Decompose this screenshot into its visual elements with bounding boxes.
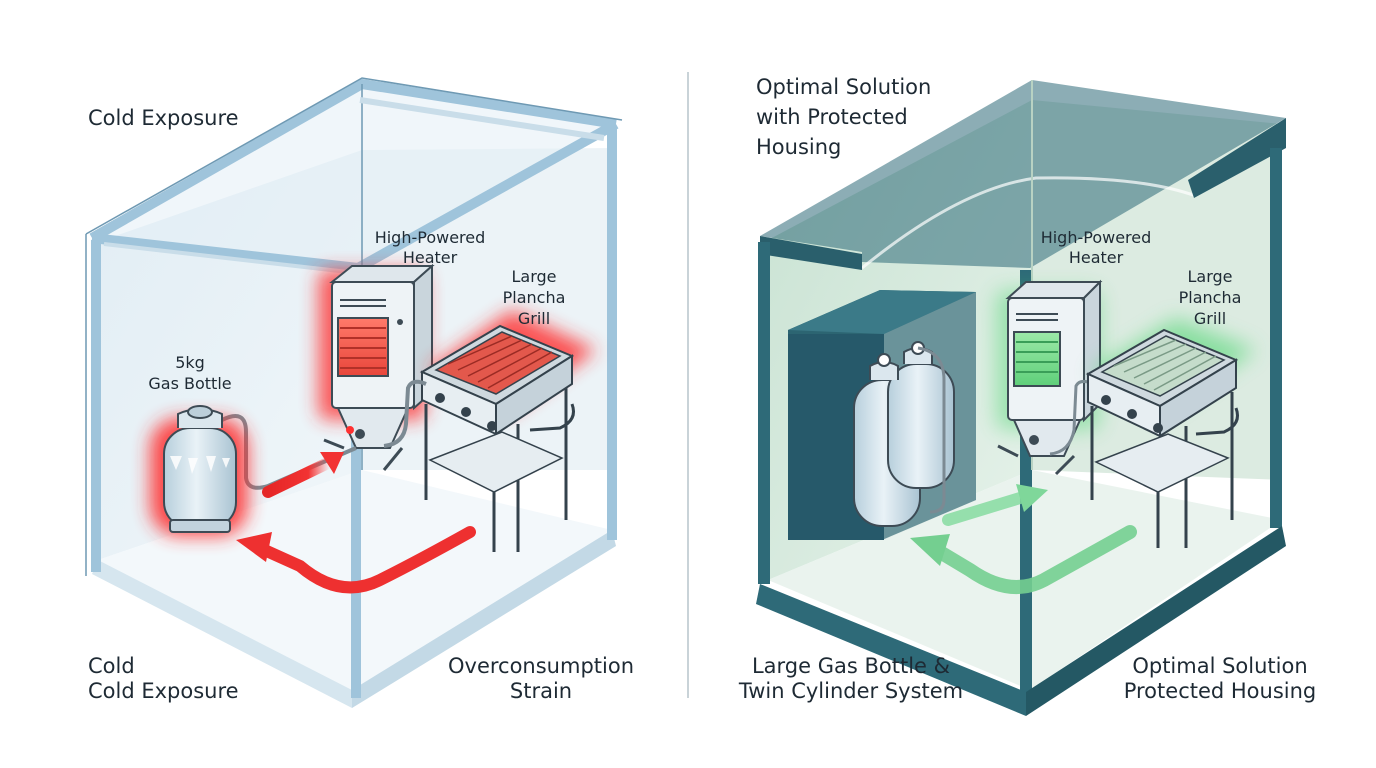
right-grill — [1085, 318, 1256, 548]
left-grill-label-line-2: Plancha — [502, 288, 566, 307]
left-bottle-label-line-2: Gas Bottle — [148, 374, 232, 393]
left-bottom-caption: Cold Cold Exposure — [88, 654, 239, 704]
right-title-line-2: with Protected — [756, 105, 908, 129]
right-grill-label-line-1: Large — [1187, 267, 1233, 286]
right-bottom-right-line-2: Protected Housing — [1123, 679, 1317, 703]
left-bottom-right-line-2: Strain — [509, 679, 573, 703]
left-heater-label-line-2: Heater — [402, 248, 458, 267]
right-heater-label: High-Powered Heater — [1028, 228, 1164, 268]
left-grill-label-line-1: Large — [511, 267, 557, 286]
right-grill-label-line-2: Plancha — [1178, 288, 1242, 307]
left-grill-label-line-3: Grill — [517, 309, 551, 328]
left-airflow-arrows — [236, 452, 476, 594]
left-heater — [318, 263, 435, 471]
right-grill-label: Large Plancha Grill — [1160, 266, 1260, 329]
left-grill — [419, 310, 596, 552]
right-protected-housing — [788, 290, 976, 540]
twin-cylinders — [853, 341, 955, 527]
right-title-line-1: Optimal Solution — [756, 75, 932, 99]
left-bottom-caption-line-2: Cold Exposure — [88, 679, 239, 703]
right-bottom-right-caption: Optimal Solution Protected Housing — [1118, 654, 1322, 704]
left-heater-label: High-Powered Heater — [362, 228, 498, 268]
right-airflow-arrows — [910, 484, 1137, 595]
right-bottom-right-line-1: Optimal Solution — [1132, 654, 1308, 678]
right-bottom-left-line-2: Twin Cylinder System — [738, 679, 964, 703]
right-bottom-left-caption: Large Gas Bottle & Twin Cylinder System — [736, 654, 966, 704]
right-heater — [996, 279, 1103, 476]
right-heater-label-line-1: High-Powered — [1040, 228, 1152, 247]
right-heater-label-line-2: Heater — [1068, 248, 1124, 267]
right-title-line-3: Housing — [756, 135, 842, 159]
left-bottle-label-line-1: 5kg — [175, 353, 205, 372]
left-title: Cold Exposure — [88, 106, 239, 130]
left-grill-label: Large Plancha Grill — [484, 266, 584, 329]
left-bottle-label: 5kg Gas Bottle — [130, 352, 250, 394]
left-bottom-right-line-1: Overconsumption — [447, 654, 635, 678]
right-title: Optimal Solution with Protected Housing — [756, 72, 931, 162]
right-grill-label-line-3: Grill — [1193, 309, 1227, 328]
right-bottom-left-line-1: Large Gas Bottle & — [751, 654, 951, 678]
left-gas-bottle — [150, 405, 248, 536]
left-bottom-right-caption: Overconsumption Strain — [446, 654, 636, 704]
left-bottom-caption-line-1: Cold — [88, 654, 135, 678]
left-heater-label-line-1: High-Powered — [374, 228, 486, 247]
